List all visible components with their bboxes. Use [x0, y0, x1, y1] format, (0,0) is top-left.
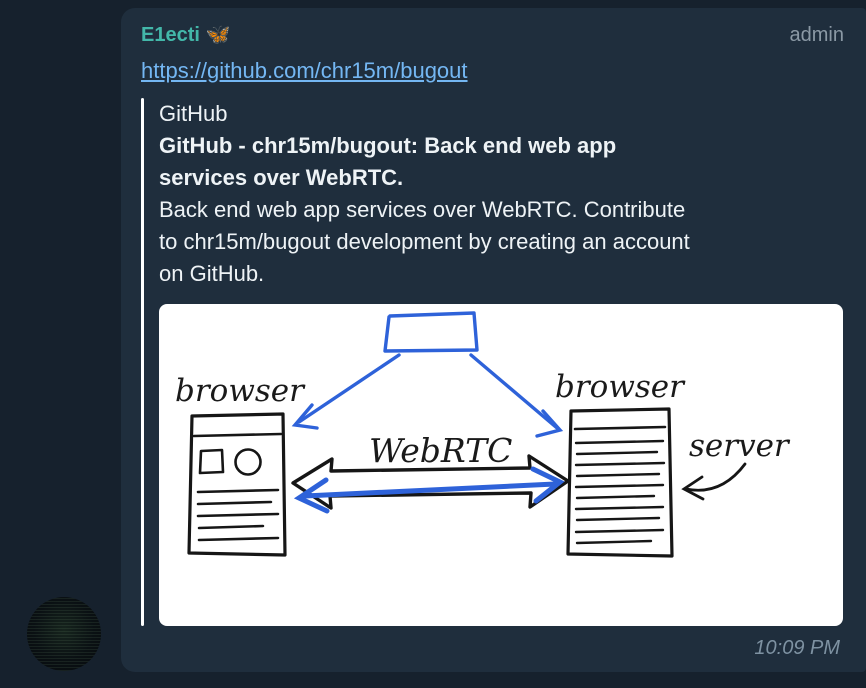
- message-link[interactable]: https://github.com/chr15m/bugout: [141, 58, 468, 83]
- signaling-server-box-sketch: [383, 311, 479, 353]
- message-bubble: E1ecti 🦋 admin https://github.com/chr15m…: [121, 8, 866, 672]
- webrtc-arrow-label: WebRTC: [369, 431, 512, 470]
- admin-badge: admin: [789, 24, 844, 46]
- preview-site-name[interactable]: GitHub: [159, 101, 228, 126]
- preview-accent-bar: [141, 98, 144, 626]
- message-time: 10:09 PM: [754, 637, 840, 659]
- arrow-server-to-right-browser: [469, 353, 564, 438]
- right-browser-window-sketch: [566, 407, 674, 558]
- message-header: E1ecti 🦋 admin: [141, 20, 844, 50]
- sender-name[interactable]: E1ecti 🦋: [141, 24, 231, 46]
- webpage-preview: GitHub GitHub - chr15m/bugout: Back end …: [141, 98, 844, 626]
- preview-image[interactable]: browser browser server WebRTC: [159, 304, 843, 626]
- server-label: server: [689, 428, 791, 464]
- webrtc-diagram-svg: browser browser server WebRTC: [175, 311, 791, 558]
- arrow-server-to-left-browser: [291, 353, 401, 430]
- server-pointer-arrow: [681, 462, 747, 501]
- right-browser-label: browser: [555, 369, 686, 405]
- preview-title[interactable]: GitHub - chr15m/bugout: Back end web app…: [159, 133, 617, 190]
- preview-description: Back end web app services over WebRTC. C…: [159, 197, 690, 286]
- left-browser-window-sketch: [187, 412, 287, 557]
- preview-body: GitHub GitHub - chr15m/bugout: Back end …: [144, 98, 843, 626]
- webrtc-double-arrow-blue: [293, 466, 565, 514]
- avatar[interactable]: [27, 597, 101, 671]
- left-browser-label: browser: [175, 373, 306, 409]
